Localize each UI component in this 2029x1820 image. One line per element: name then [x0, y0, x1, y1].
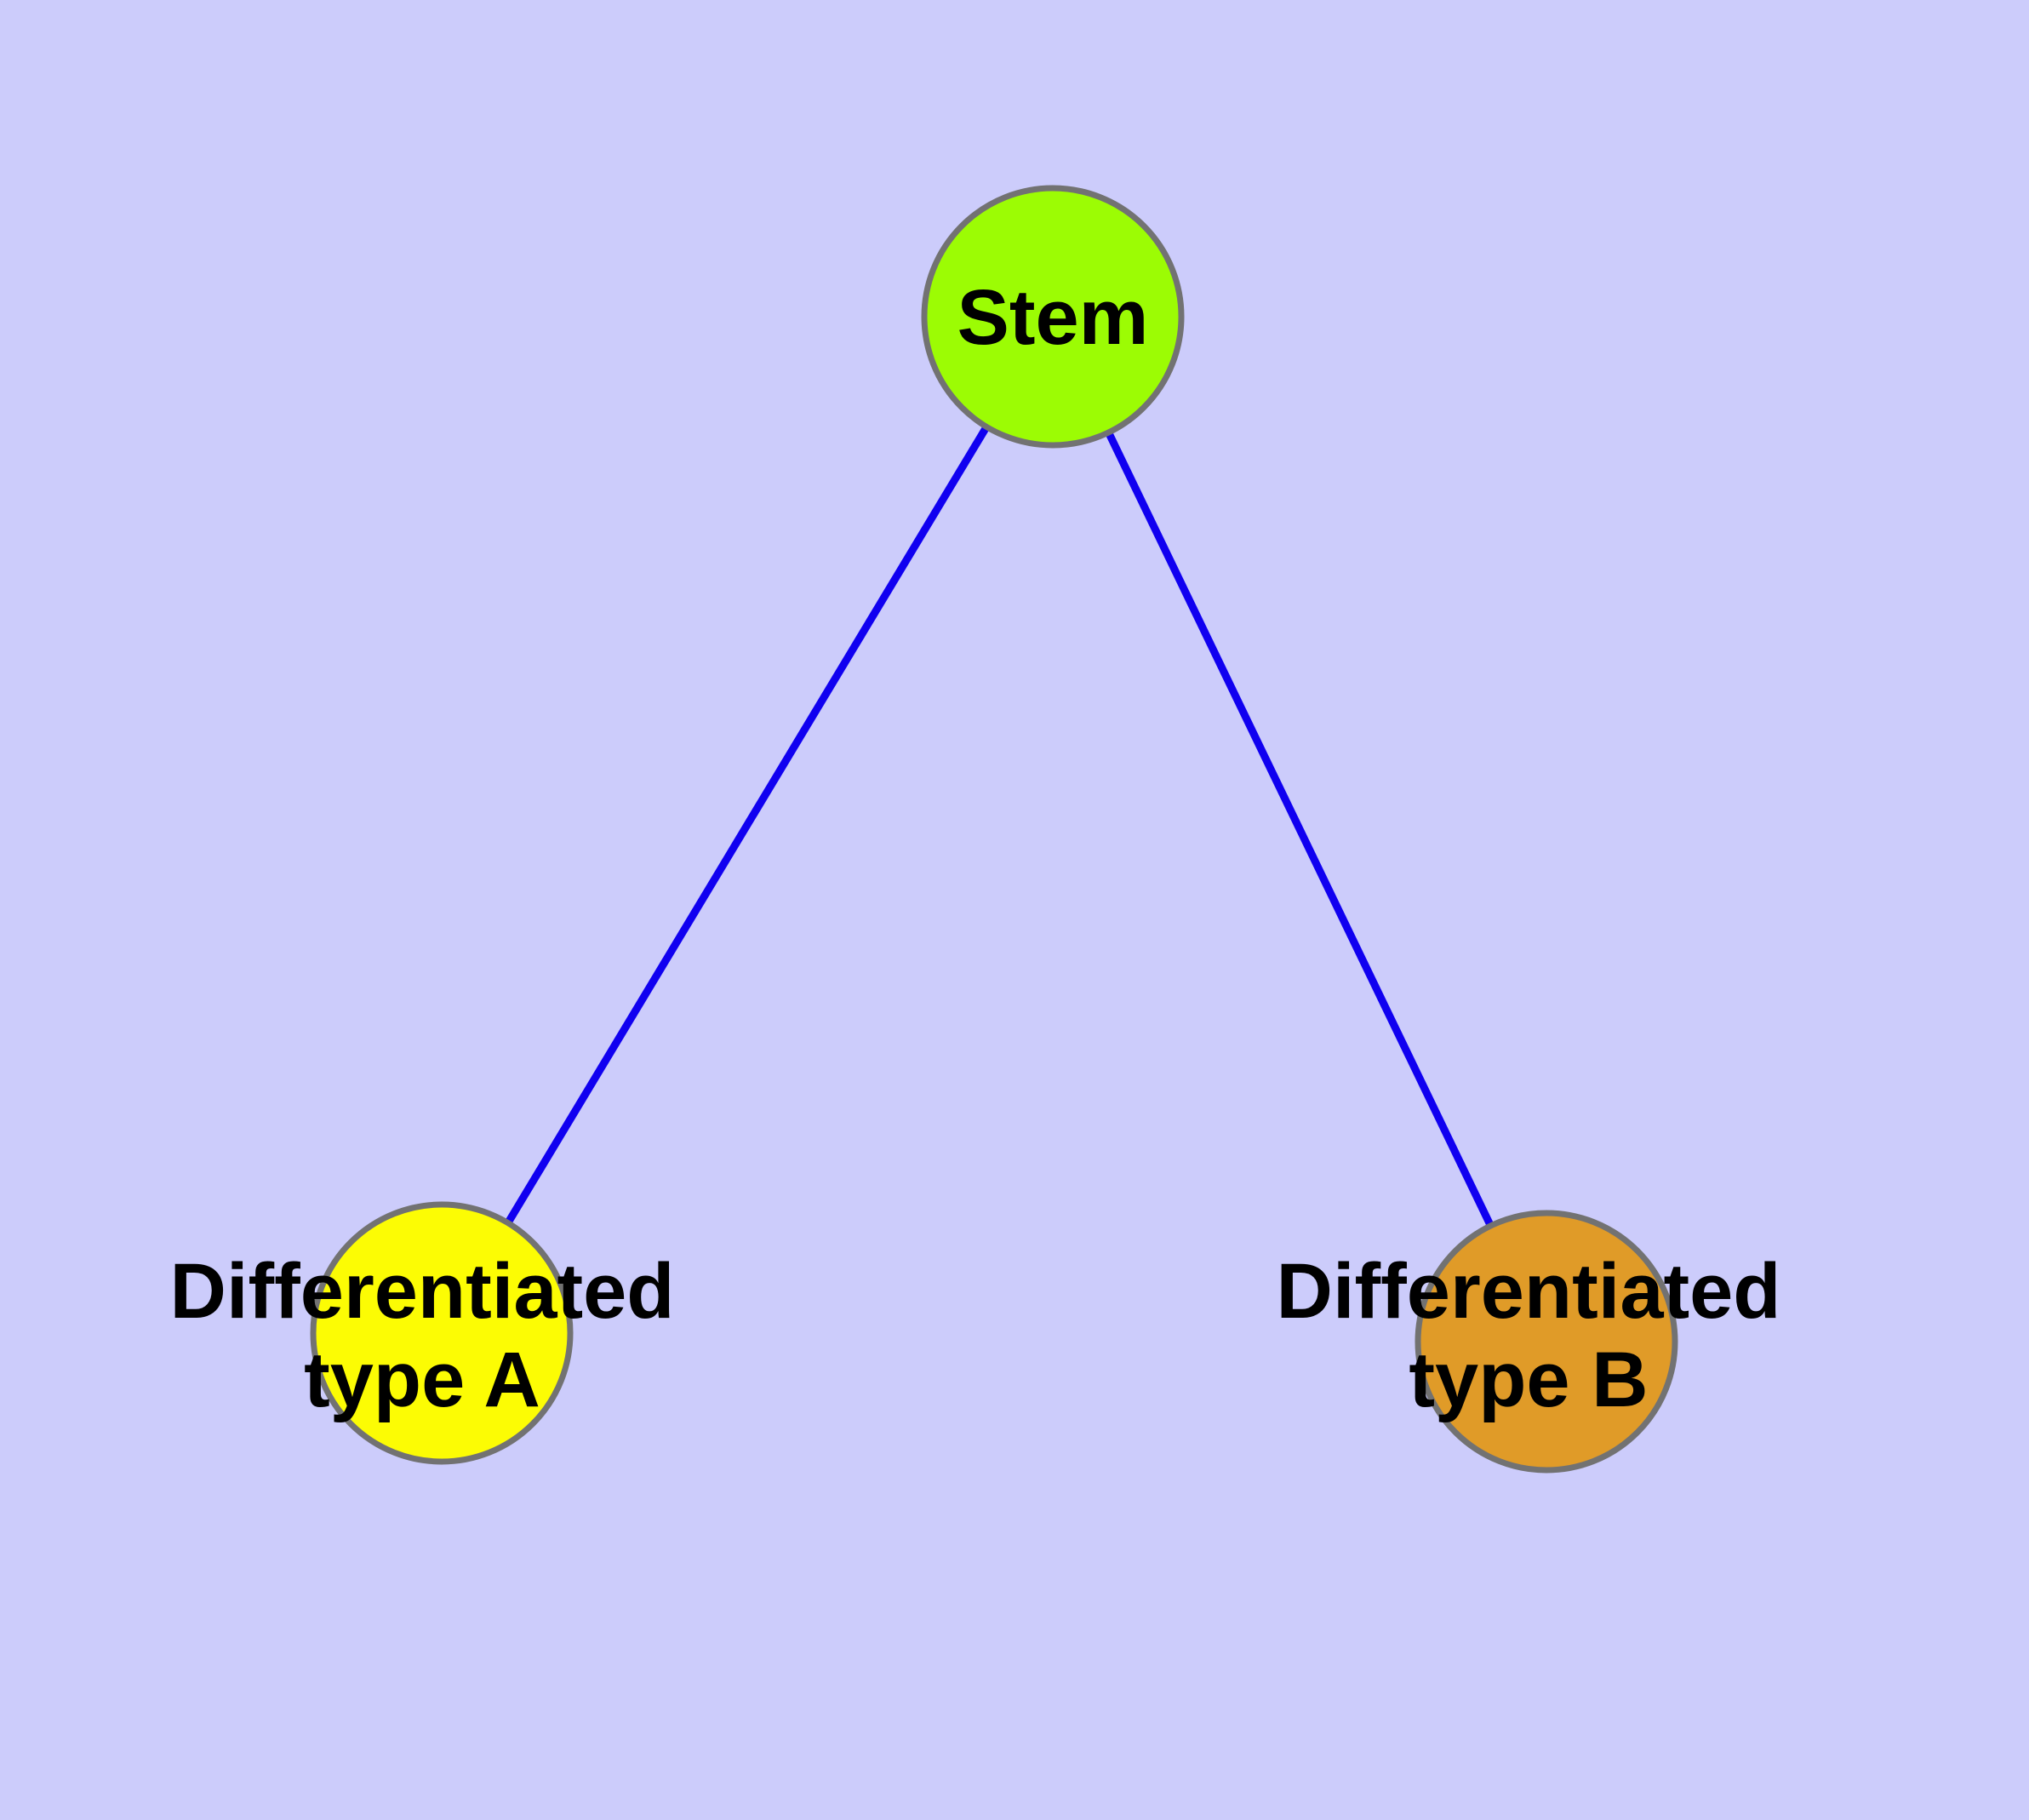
- node-label-line: type A: [304, 1336, 540, 1423]
- edge-stem-to-type-a: [438, 314, 1056, 1336]
- nodes-group: [310, 185, 1678, 1474]
- edge-stem-to-type-b: [1049, 315, 1551, 1343]
- node-label-stem: Stem: [957, 274, 1149, 361]
- node-label-line: Stem: [957, 274, 1149, 361]
- edges-group: [438, 314, 1551, 1343]
- node-differentiated-type-a[interactable]: [310, 1201, 574, 1465]
- node-label-line: Differentiated: [170, 1248, 675, 1335]
- node-stem[interactable]: [921, 185, 1185, 449]
- node-label-line: type B: [1409, 1336, 1648, 1423]
- node-differentiated-type-b[interactable]: [1415, 1210, 1678, 1474]
- node-label-line: Differentiated: [1277, 1248, 1781, 1335]
